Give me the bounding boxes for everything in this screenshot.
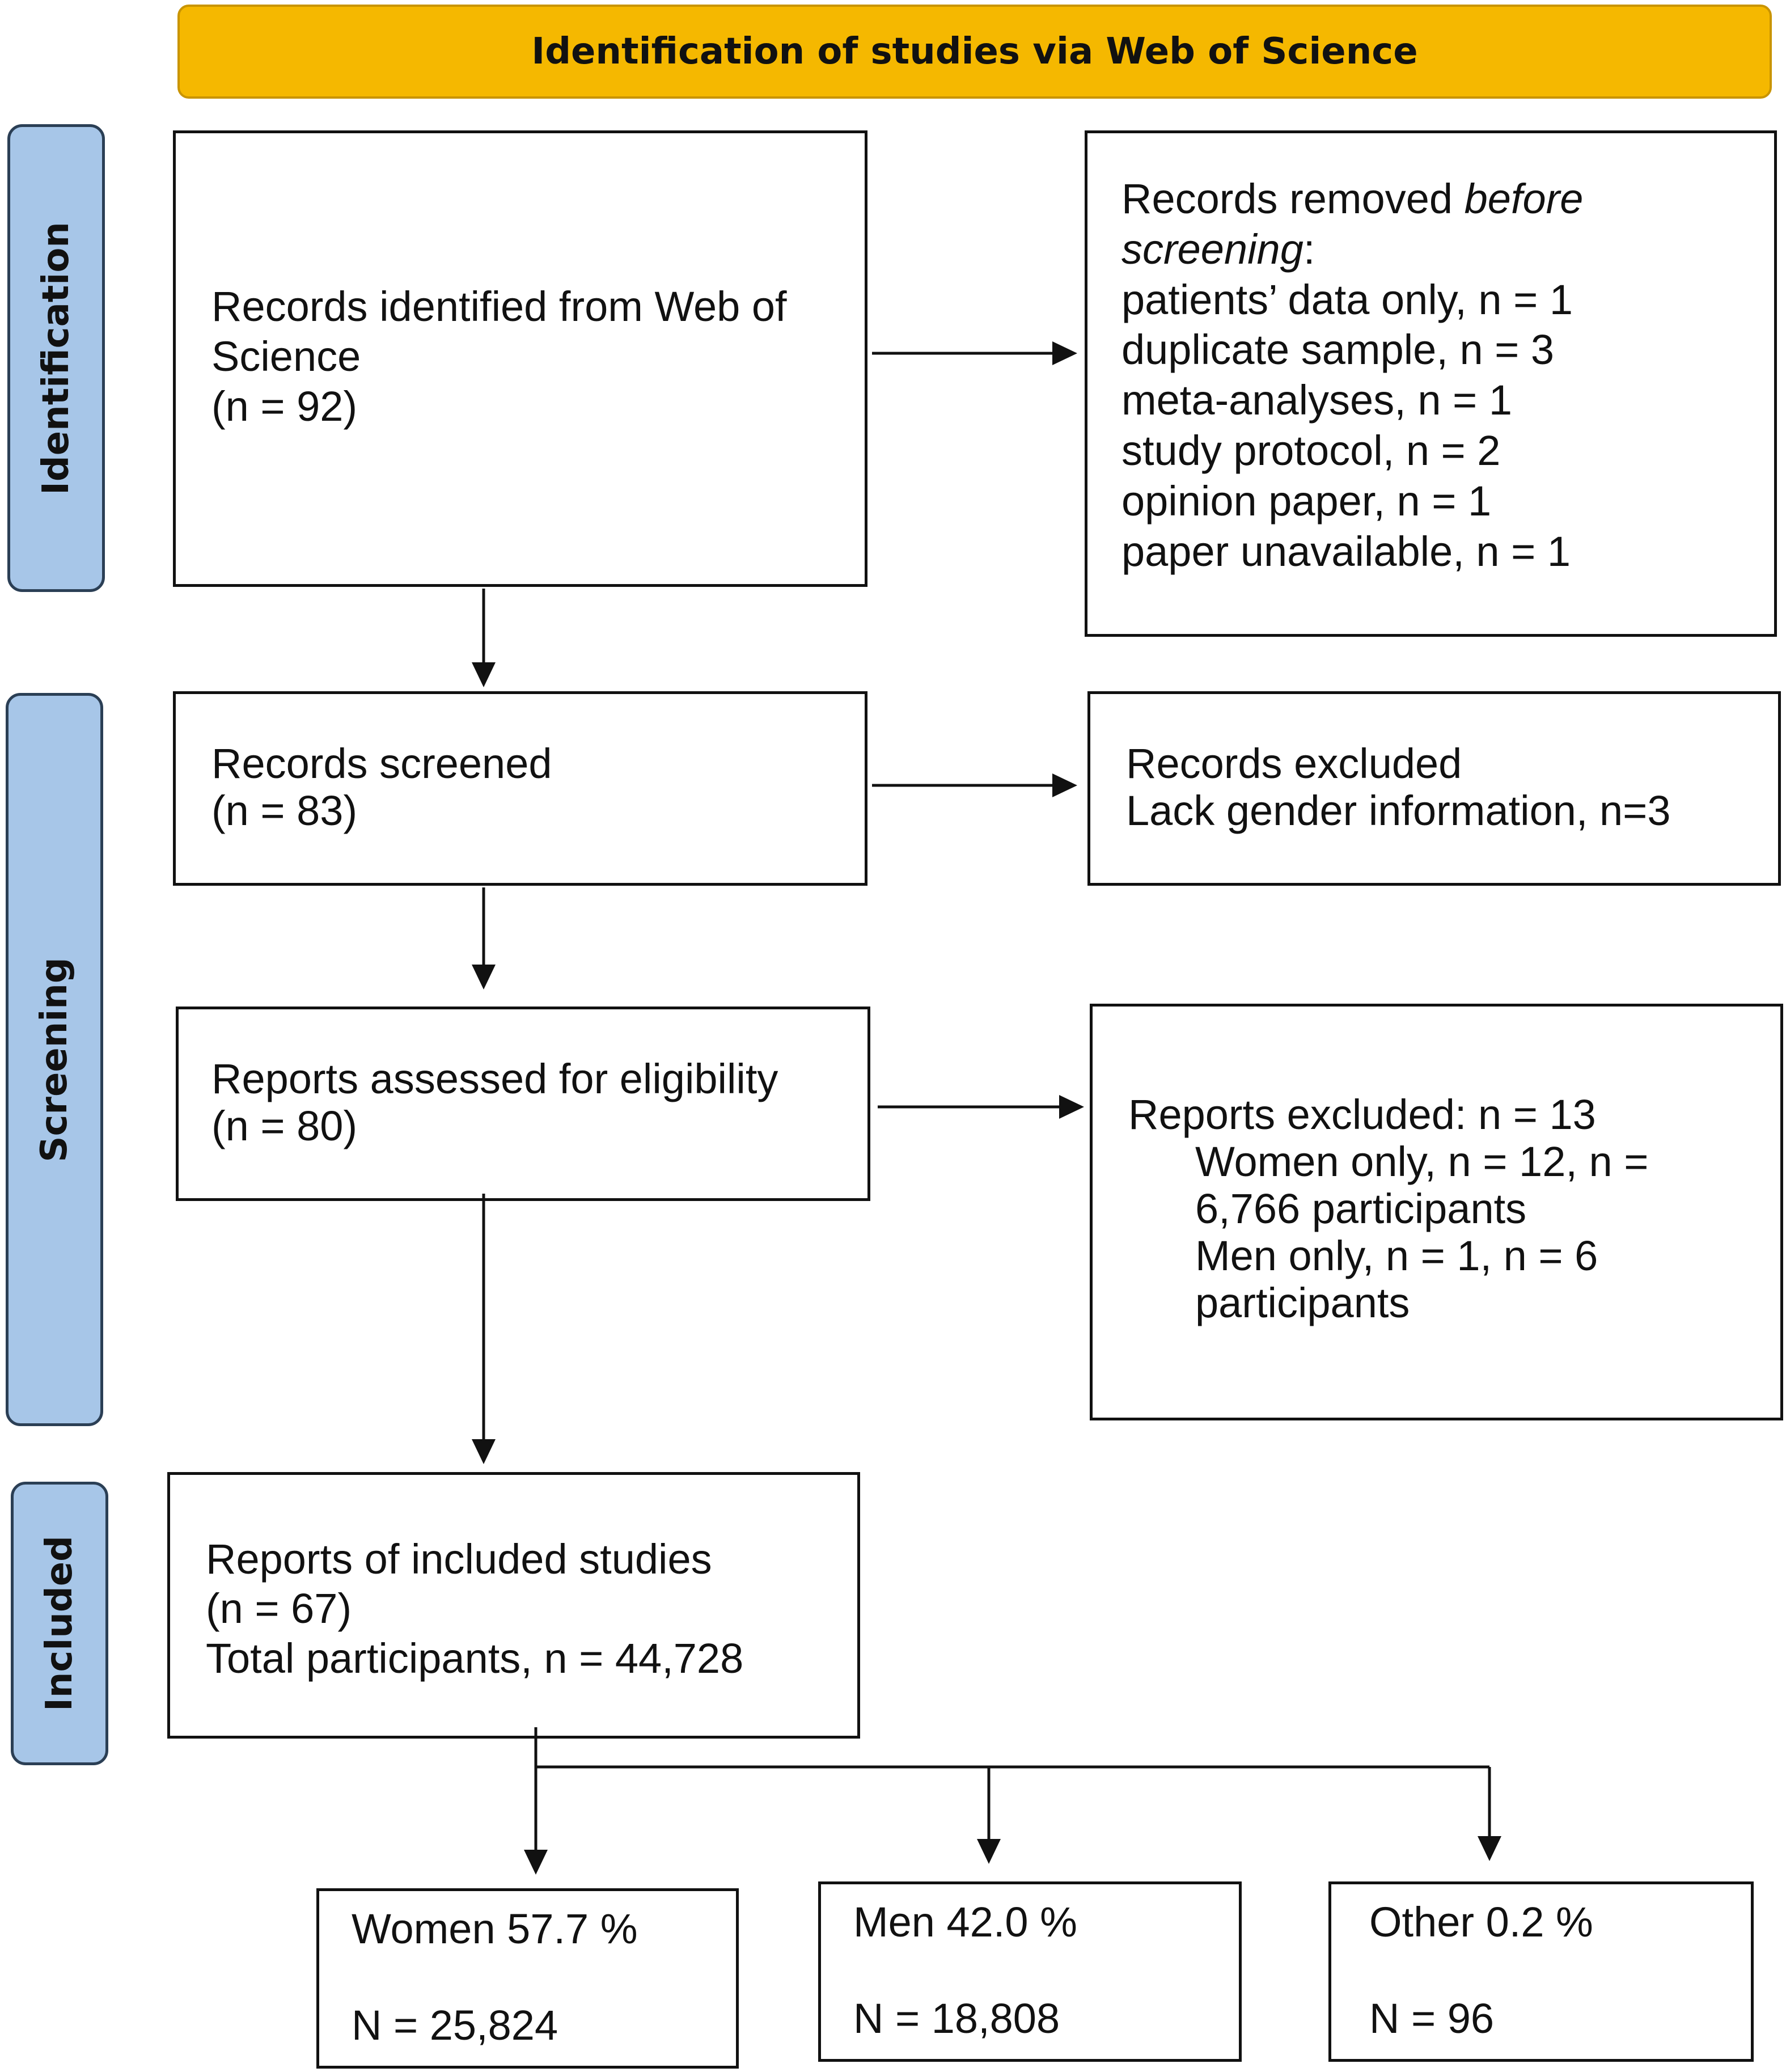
women-box: Women 57.7 % N = 25,824 [316, 1888, 739, 2069]
reports-excluded-men: Men only, n = 1, n = 6 [1195, 1232, 1598, 1279]
arrowhead [1052, 773, 1077, 797]
records-excluded-reason: Lack gender information, n=3 [1126, 786, 1671, 834]
records-screened-box: Records screened (n = 83) [173, 691, 867, 886]
arrowhead [472, 1439, 496, 1464]
included-studies-label: Reports of included studies [206, 1536, 712, 1583]
arrowhead [1478, 1836, 1501, 1861]
reports-excluded-women-participants: 6,766 participants [1195, 1185, 1527, 1232]
reports-excluded-box: Reports excluded: n = 13 Women only, n =… [1090, 1004, 1783, 1420]
reports-assessed-box: Reports assessed for eligibility (n = 80… [176, 1007, 870, 1201]
records-removed-title-text: Records removed [1121, 175, 1465, 222]
men-box: Men 42.0 % N = 18,808 [818, 1881, 1242, 2062]
arrowhead [524, 1850, 548, 1875]
records-screened-label: Records screened [211, 740, 552, 787]
arrowhead [1052, 341, 1077, 365]
included-total-participants: Total participants, n = 44,728 [206, 1634, 744, 1682]
removed-item: opinion paper, n = 1 [1121, 477, 1492, 525]
included-studies-count: (n = 67) [206, 1585, 352, 1633]
men-count: N = 18,808 [853, 1995, 1060, 2042]
other-label: Other 0.2 % [1369, 1898, 1593, 1946]
reports-excluded-men-participants: participants [1195, 1279, 1410, 1326]
women-label: Women 57.7 % [352, 1905, 638, 1952]
other-count: N = 96 [1369, 1995, 1495, 2042]
removed-item: paper unavailable, n = 1 [1121, 527, 1571, 575]
removed-item: patients’ data only, n = 1 [1121, 276, 1573, 323]
stage-screening: Screening [6, 693, 103, 1426]
arrowhead [1059, 1095, 1084, 1119]
reports-assessed-label: Reports assessed for eligibility [211, 1055, 778, 1102]
records-removed-title-screening: screening [1121, 225, 1303, 273]
stage-identification: Identification [7, 124, 105, 592]
records-identified-line2: Science [211, 333, 361, 380]
records-excluded-box: Records excluded Lack gender information… [1087, 691, 1781, 886]
removed-item: study protocol, n = 2 [1121, 426, 1501, 474]
records-identified-box: Records identified from Web of Science (… [173, 130, 867, 587]
records-removed-title-cont: screening: [1121, 225, 1774, 275]
included-studies-box: Reports of included studies (n = 67) Tot… [167, 1472, 860, 1739]
arrowhead [977, 1839, 1001, 1864]
records-excluded-label: Records excluded [1126, 740, 1462, 787]
arrowhead [472, 965, 496, 990]
records-identified-line1: Records identified from Web of [211, 283, 787, 330]
removed-item: meta-analyses, n = 1 [1121, 377, 1512, 424]
records-identified-count: (n = 92) [211, 383, 358, 430]
records-removed-title: Records removed before [1121, 174, 1774, 225]
women-count: N = 25,824 [352, 2002, 558, 2049]
records-removed-box: Records removed before screening: patien… [1085, 130, 1777, 637]
men-label: Men 42.0 % [853, 1898, 1077, 1946]
records-screened-count: (n = 83) [211, 786, 358, 834]
other-box: Other 0.2 % N = 96 [1328, 1881, 1754, 2062]
banner-title: Identification of studies via Web of Sci… [177, 5, 1772, 99]
reports-assessed-count: (n = 80) [211, 1102, 358, 1149]
stage-included: Included [11, 1482, 108, 1765]
records-removed-title-colon: : [1303, 225, 1315, 273]
arrowhead [472, 662, 496, 687]
reports-excluded-total: Reports excluded: n = 13 [1128, 1091, 1596, 1138]
reports-excluded-women: Women only, n = 12, n = [1195, 1138, 1649, 1185]
records-removed-title-before: before [1464, 175, 1584, 222]
removed-item: duplicate sample, n = 3 [1121, 326, 1555, 374]
